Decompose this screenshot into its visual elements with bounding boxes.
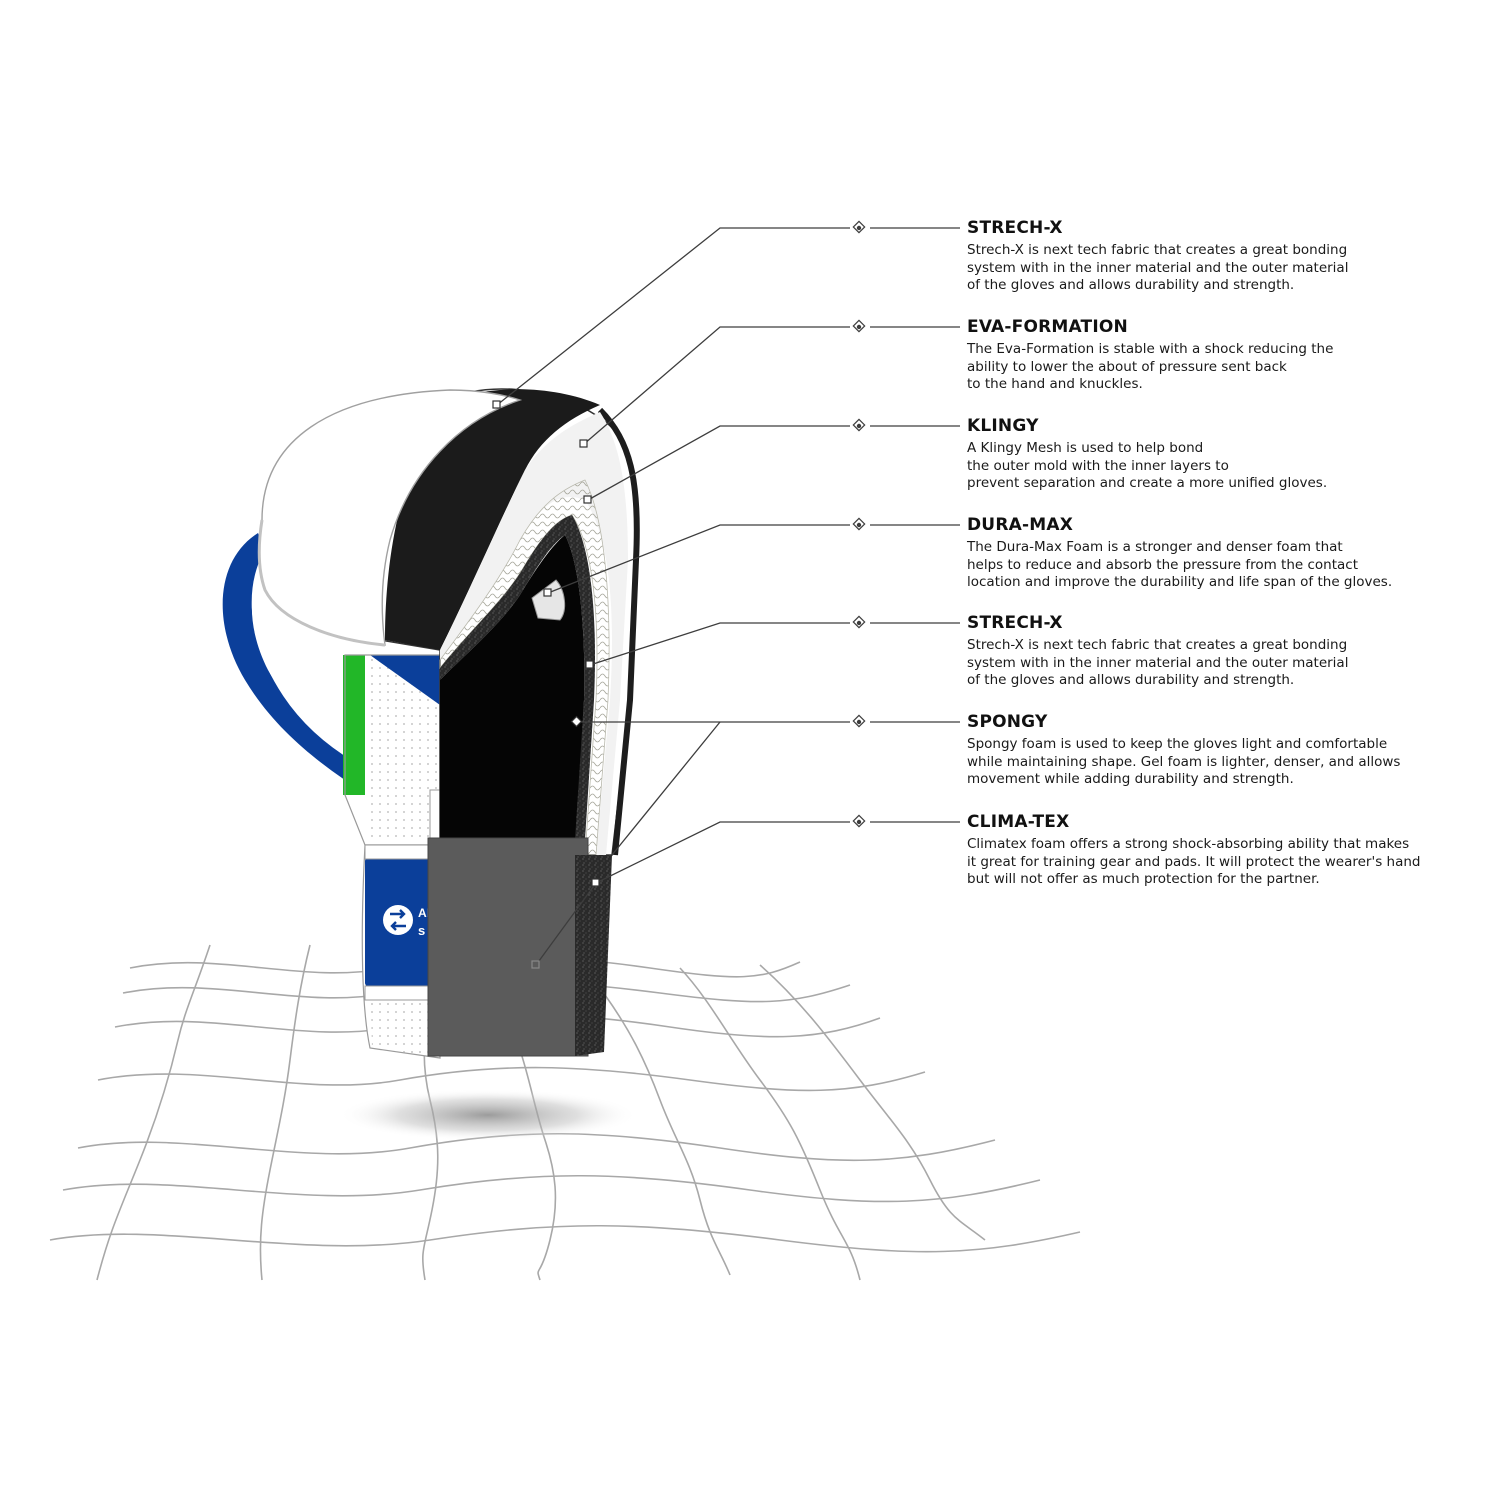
glove-shadow	[338, 1089, 638, 1141]
description-line: Strech-X is next tech fabric that create…	[967, 637, 1348, 653]
layer-title: EVA-FORMATION	[967, 317, 1128, 337]
description-line: system with in the inner material and th…	[967, 259, 1349, 276]
layer-title: DURA-MAX	[967, 515, 1073, 535]
marker-diamond-icon	[852, 615, 866, 629]
description-line: of the gloves and allows durability and …	[967, 277, 1295, 293]
marker-diamond-icon	[852, 714, 866, 728]
description-line: but will not offer as much protection fo…	[967, 871, 1320, 887]
marker-diamond-icon	[852, 319, 866, 333]
layer-description: Spongy foam is used to keep the gloves l…	[967, 736, 1467, 789]
description-line: it great for training gear and pads. It …	[967, 853, 1421, 870]
layer-label-strech-x: STRECH-X Strech-X is next tech fabric th…	[967, 218, 1467, 295]
description-line: Climatex foam offers a strong shock-abso…	[967, 836, 1410, 852]
description-line: the outer mold with the inner layers to	[967, 457, 1229, 474]
description-line: The Eva-Formation is stable with a shock…	[967, 341, 1334, 357]
description-line: location and improve the durability and …	[967, 574, 1393, 590]
logo-icon	[383, 905, 413, 935]
layer-title: CLIMA-TEX	[967, 812, 1070, 832]
marker-diamond-icon	[852, 220, 866, 234]
description-line: The Dura-Max Foam is a stronger and dens…	[967, 539, 1343, 555]
layer-description: A Klingy Mesh is used to help bond the o…	[967, 440, 1467, 493]
glove-wrist-cuff: AIR s y	[361, 789, 446, 1059]
glove-palm	[343, 650, 441, 846]
layer-title: SPONGY	[967, 712, 1048, 732]
layer-label-clima-tex: CLIMA-TEX Climatex foam offers a strong …	[967, 812, 1467, 889]
leader-markers	[852, 220, 866, 828]
description-line: system with in the inner material and th…	[967, 654, 1349, 671]
layer-label-strech-x-2: STRECH-X Strech-X is next tech fabric th…	[967, 613, 1467, 690]
leader-anchors	[492, 400, 600, 969]
description-line: of the gloves and allows durability and …	[967, 672, 1295, 688]
layer-label-spongy: SPONGY Spongy foam is used to keep the g…	[967, 712, 1467, 789]
glove-cutaway-layers	[379, 388, 640, 1057]
layer-description: Climatex foam offers a strong shock-abso…	[967, 836, 1467, 889]
marker-diamond-icon	[852, 418, 866, 432]
description-line: Strech-X is next tech fabric that create…	[967, 242, 1348, 258]
description-line: movement while adding durability and str…	[967, 771, 1294, 787]
layer-title: STRECH-X	[967, 613, 1063, 633]
description-line: A Klingy Mesh is used to help bond	[967, 440, 1204, 456]
layer-label-klingy: KLINGY A Klingy Mesh is used to help bon…	[967, 416, 1467, 493]
description-line: while maintaining shape. Gel foam is lig…	[967, 753, 1401, 770]
layer-label-dura-max: DURA-MAX The Dura-Max Foam is a stronger…	[967, 515, 1467, 592]
marker-diamond-icon	[852, 814, 866, 828]
marker-diamond-icon	[852, 517, 866, 531]
description-line: Spongy foam is used to keep the gloves l…	[967, 736, 1388, 752]
layer-title: KLINGY	[967, 416, 1039, 436]
layer-title: STRECH-X	[967, 218, 1063, 238]
layer-description: Strech-X is next tech fabric that create…	[967, 242, 1467, 295]
layer-description: The Eva-Formation is stable with a shock…	[967, 341, 1467, 394]
leader-lines	[496, 227, 960, 966]
description-line: helps to reduce and absorb the pressure …	[967, 556, 1359, 573]
layer-label-eva-formation: EVA-FORMATION The Eva-Formation is stabl…	[967, 317, 1467, 394]
description-line: ability to lower the about of pressure s…	[967, 358, 1287, 375]
description-line: to the hand and knuckles.	[967, 376, 1143, 392]
layer-description: The Dura-Max Foam is a stronger and dens…	[967, 539, 1467, 592]
layer-description: Strech-X is next tech fabric that create…	[967, 637, 1467, 690]
description-line: prevent separation and create a more uni…	[967, 475, 1328, 491]
glove-knuckle-cap	[257, 389, 523, 647]
